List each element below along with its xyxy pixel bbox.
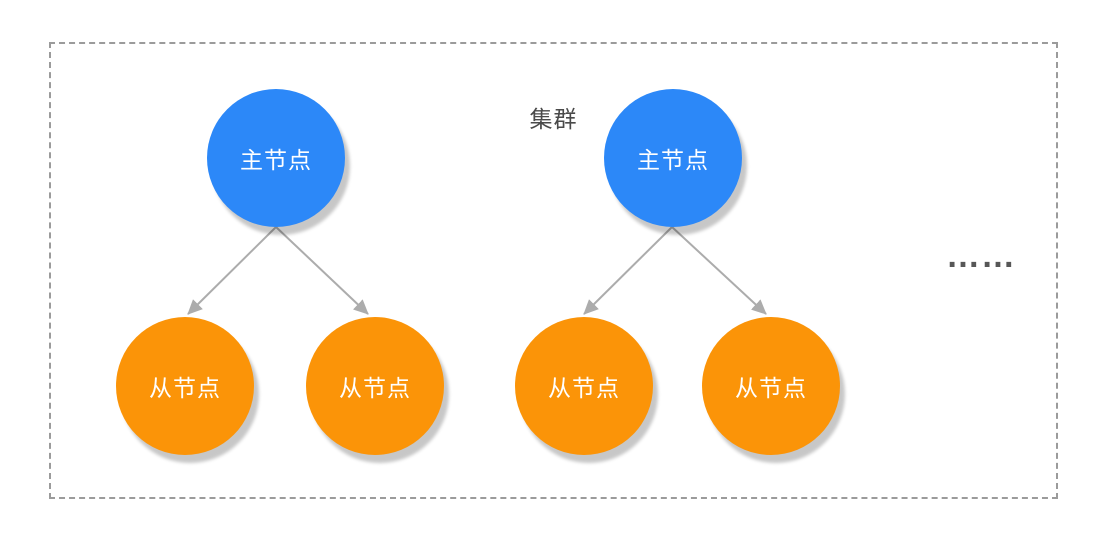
master-node-2-label: 主节点 [637,147,709,173]
slave-node-4-label: 从节点 [735,375,807,401]
cluster-title: 集群 [529,106,578,132]
master-node-1: 主节点 [207,89,345,227]
slave-node-4: 从节点 [702,317,840,455]
edge-master1-slave1 [187,226,277,315]
edge-master1-slave2 [275,226,369,315]
master-node-2: 主节点 [604,89,742,227]
cluster-boundary: 集群 [49,42,1058,499]
edge-master2-slave1 [583,226,673,315]
slave-node-1-label: 从节点 [149,375,221,401]
slave-node-2-label: 从节点 [339,375,411,401]
edge-master2-slave2 [671,226,767,315]
slave-node-3-label: 从节点 [548,375,620,401]
slave-node-2: 从节点 [306,317,444,455]
master-node-1-label: 主节点 [240,147,312,173]
slave-node-1: 从节点 [116,317,254,455]
slave-node-3: 从节点 [515,317,653,455]
more-clusters-ellipsis: …… [946,237,1016,275]
